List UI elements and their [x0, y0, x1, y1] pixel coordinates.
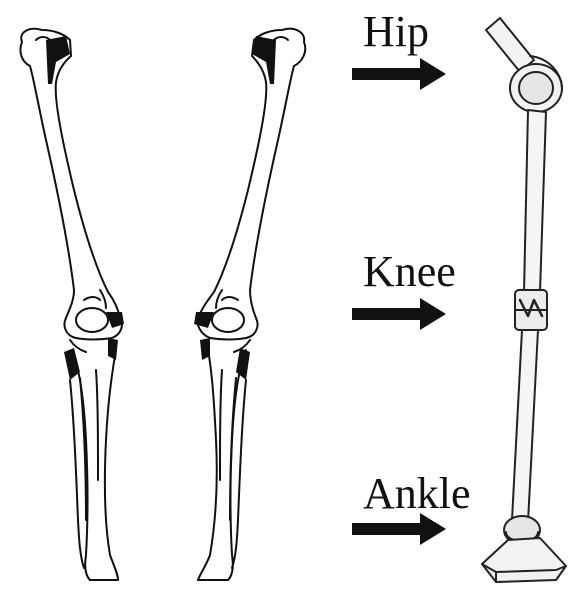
prosthesis-knee-joint — [515, 290, 547, 330]
knee-label: Knee — [363, 250, 456, 294]
right-femur — [198, 29, 305, 318]
prosthesis-lower-shaft — [512, 330, 538, 522]
hip-arrow — [352, 58, 446, 90]
prosthesis-hip-joint — [486, 18, 562, 112]
left-knee-shade-lower — [64, 348, 80, 380]
ankle-label: Ankle — [363, 472, 471, 516]
knee-arrow — [352, 298, 446, 330]
prosthetic-leg — [482, 18, 566, 582]
right-fibula — [230, 378, 246, 568]
right-knee-shade — [194, 312, 214, 328]
hip-label: Hip — [363, 10, 429, 54]
right-leg-bones — [194, 29, 305, 580]
left-knee-shade-lateral — [108, 338, 118, 360]
left-femur — [20, 29, 120, 318]
left-leg-bones — [20, 29, 124, 580]
right-tibia — [198, 350, 246, 580]
prosthesis-upper-shaft — [524, 110, 546, 292]
prosthesis-foot — [482, 538, 566, 582]
